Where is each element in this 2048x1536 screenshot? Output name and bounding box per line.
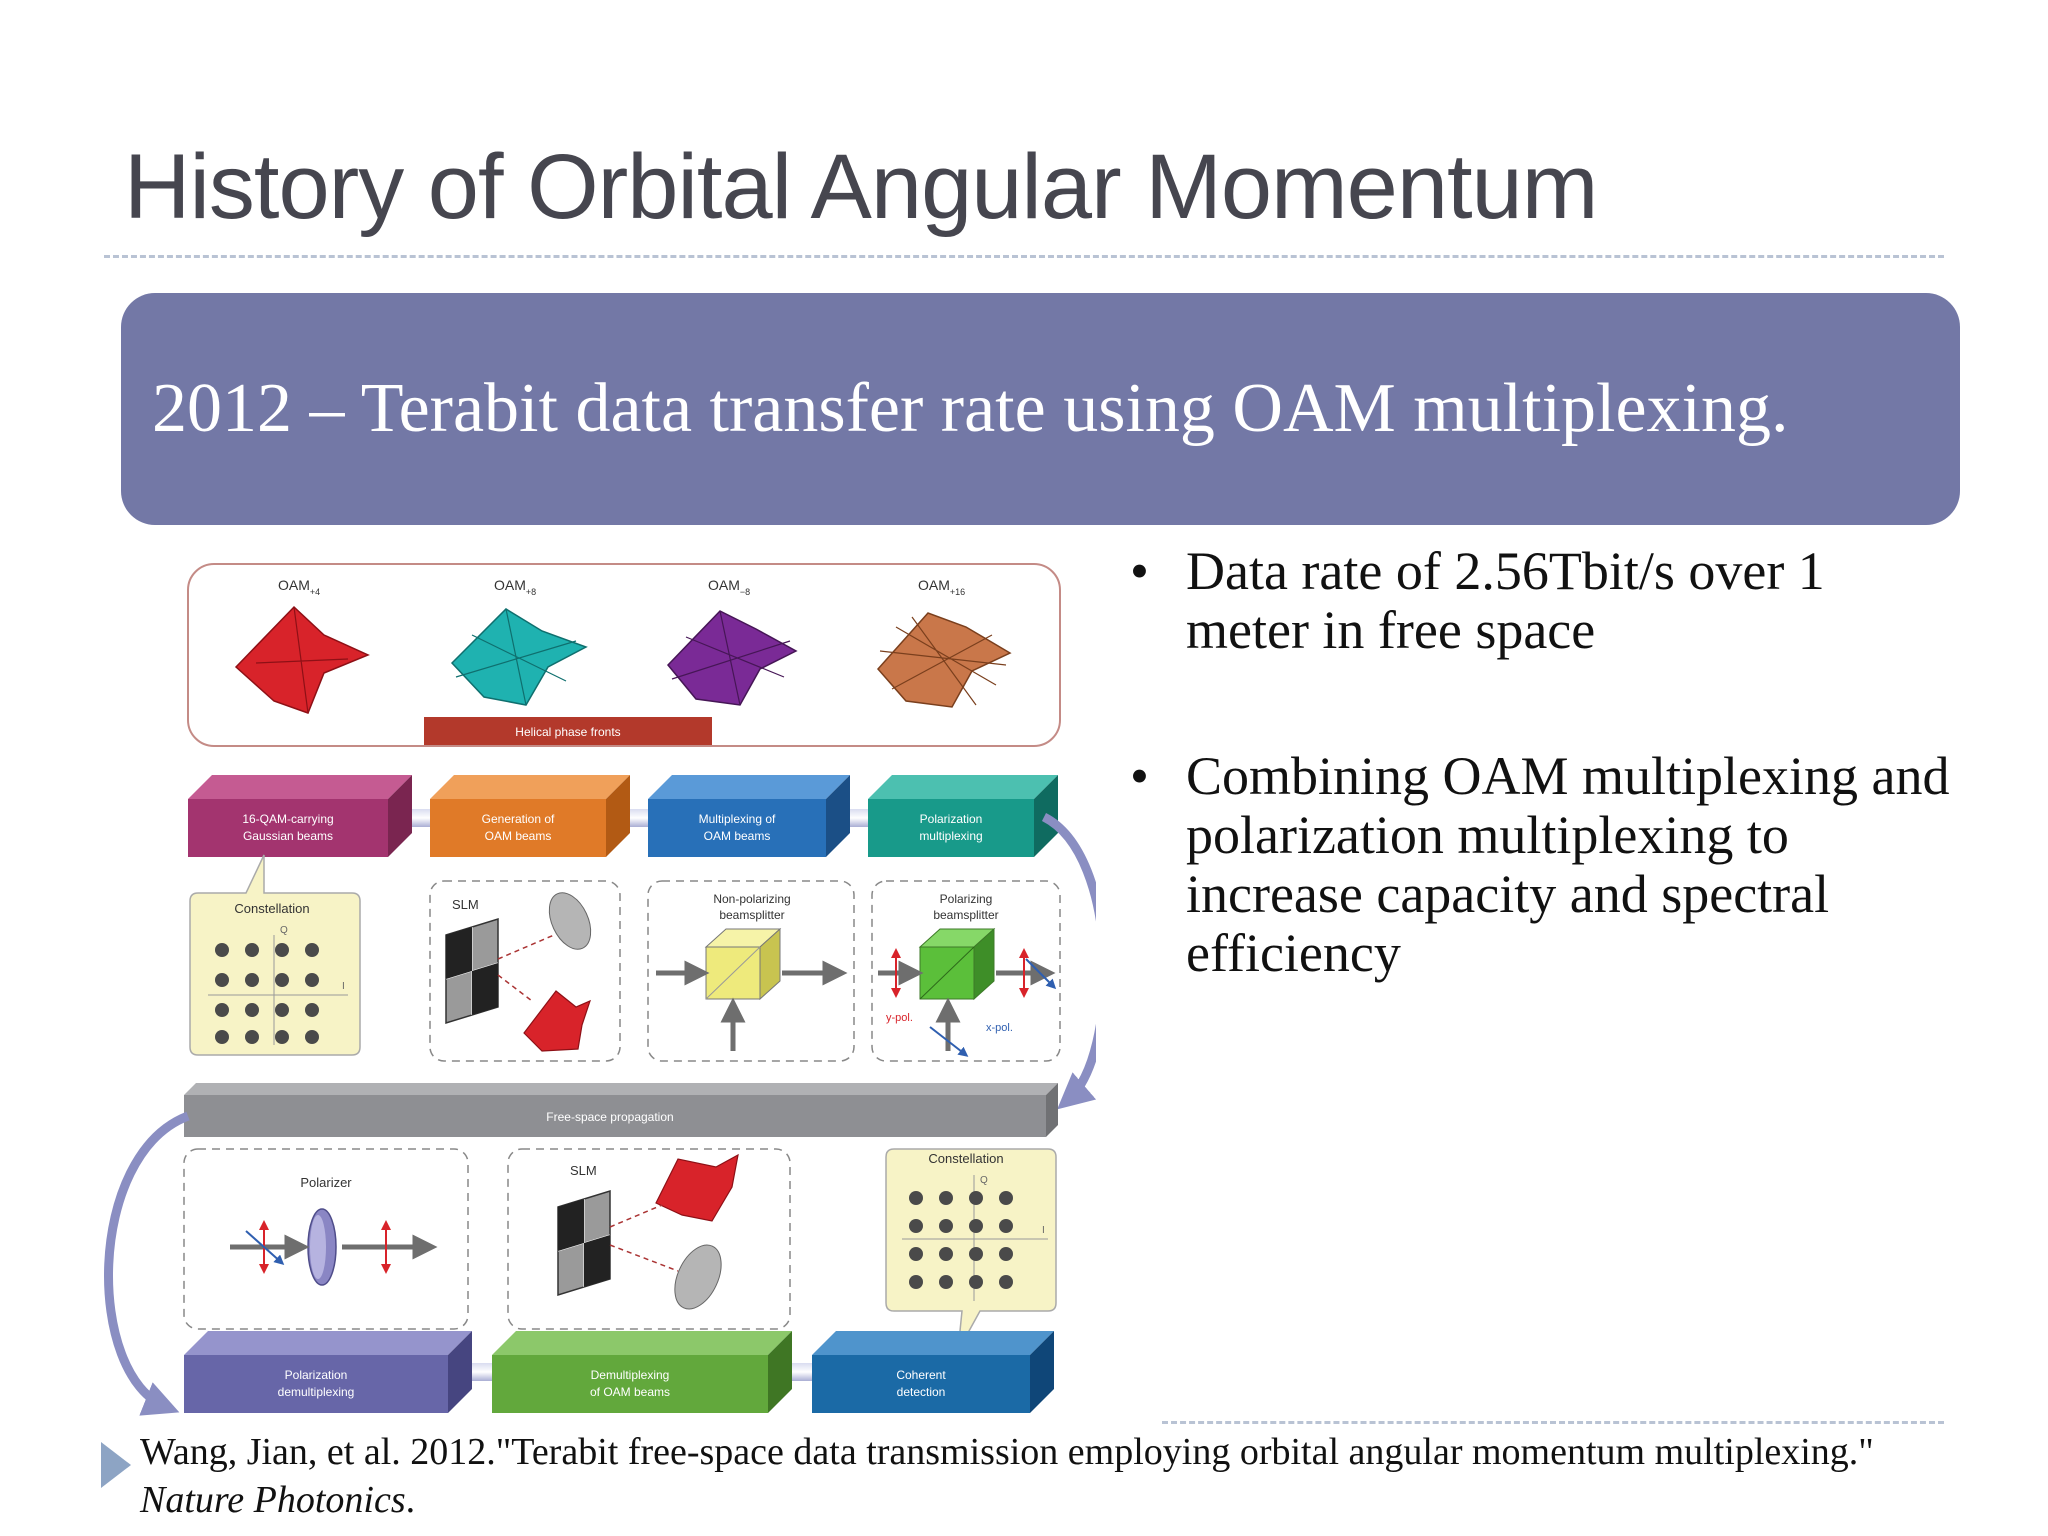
x-pol-label: x-pol. <box>986 1022 1013 1034</box>
highlight-banner: 2012 – Terabit data transfer rate using … <box>121 293 1960 525</box>
slm-panel-rx: SLM <box>507 1148 791 1330</box>
beamsplitter-cube-icon <box>704 927 782 1001</box>
citation-journal: Nature Photonics <box>140 1479 406 1521</box>
oam-subscript: +4 <box>310 587 320 597</box>
bullet-list: • Data rate of 2.56Tbit/s over 1 meter i… <box>1130 542 1950 1070</box>
helical-phase-label: Helical phase fronts <box>515 725 620 739</box>
nonpol-label-1: Non-polarizing <box>713 892 790 906</box>
pol-label-2: beamsplitter <box>933 908 998 922</box>
bullet-item: • Data rate of 2.56Tbit/s over 1 meter i… <box>1130 542 1950 660</box>
oam-label: OAM <box>494 577 526 593</box>
slm-label: SLM <box>570 1163 597 1178</box>
box-label: detection <box>897 1385 946 1399</box>
polarizer-label: Polarizer <box>300 1175 352 1190</box>
box-label: Gaussian beams <box>243 829 333 843</box>
box-label: Polarization <box>285 1368 348 1382</box>
propagation-label: Free-space propagation <box>546 1110 673 1124</box>
box-label: multiplexing <box>919 829 982 843</box>
box-label: Polarization <box>920 812 983 826</box>
constellation-label: Constellation <box>234 901 309 916</box>
footer-divider <box>1162 1421 1944 1424</box>
constellation-panel-rx: Constellation Q I <box>885 1148 1057 1352</box>
axis-q-label: Q <box>980 1175 988 1186</box>
stage-box-demultiplexing-oam: Demultiplexing of OAM beams <box>492 1331 792 1413</box>
helical-wavefront-icon <box>666 610 798 706</box>
svg-text:OAM−8: OAM−8 <box>708 577 750 597</box>
title-divider <box>104 255 1944 258</box>
constellation-points <box>215 943 319 1044</box>
pol-label-1: Polarizing <box>940 892 993 906</box>
y-pol-label: y-pol. <box>886 1012 913 1024</box>
polarizer-panel: Polarizer <box>183 1148 469 1330</box>
helical-wavefront-icon <box>234 605 370 714</box>
box-label: demultiplexing <box>278 1385 355 1399</box>
stage-box-multiplexing-oam: Multiplexing of OAM beams <box>648 775 850 857</box>
bullet-text: Combining OAM multiplexing and polarizat… <box>1186 746 1950 983</box>
non-polarizing-bs-panel: Non-polarizing beamsplitter <box>647 880 855 1062</box>
constellation-label: Constellation <box>928 1151 1003 1166</box>
box-label: Demultiplexing <box>591 1368 670 1382</box>
svg-text:OAM+4: OAM+4 <box>278 577 320 597</box>
nonpol-label-2: beamsplitter <box>719 908 784 922</box>
beam-spot-icon <box>674 1244 722 1310</box>
box-label: 16-QAM-carrying <box>242 812 333 826</box>
constellation-points <box>909 1191 1013 1289</box>
helical-wavefront-icon <box>523 990 591 1052</box>
oam-subscript: +16 <box>950 587 965 597</box>
polarizing-bs-panel: Polarizing beamsplitter y-pol. x-pol. <box>871 880 1061 1062</box>
citation-text: Wang, Jian, et al. 2012."Terabit free-sp… <box>140 1431 1874 1473</box>
oam-mode-plus8: OAM+8 <box>450 577 588 706</box>
stage-box-coherent-detection: Coherent detection <box>812 1331 1054 1413</box>
axis-q-label: Q <box>280 925 288 936</box>
svg-text:OAM+16: OAM+16 <box>918 577 965 597</box>
free-space-propagation-bar: Free-space propagation <box>184 1083 1058 1137</box>
axis-i-label: I <box>1042 1225 1045 1236</box>
oam-system-diagram: OAM+4 OAM+8 OAM−8 OAM+16 Helical phase f… <box>104 563 1096 1416</box>
banner-text: 2012 – Terabit data transfer rate using … <box>152 370 1789 447</box>
bullet-item: • Combining OAM multiplexing and polariz… <box>1130 747 1950 983</box>
box-label: Multiplexing of <box>699 812 776 826</box>
flow-arrow-icon <box>1041 812 1096 1110</box>
svg-text:OAM+8: OAM+8 <box>494 577 536 597</box>
bullet-dot: • <box>1130 541 1149 601</box>
oam-subscript: −8 <box>740 587 750 597</box>
slide-title: History of Orbital Angular Momentum <box>124 136 1598 238</box>
helical-phase-label-bar <box>424 717 712 745</box>
oam-subscript: +8 <box>526 587 536 597</box>
bullet-dot: • <box>1130 746 1149 806</box>
axis-i-label: I <box>342 981 345 992</box>
stage-box-qam-gaussian: 16-QAM-carrying Gaussian beams <box>188 775 412 857</box>
stage-box-generation-oam: Generation of OAM beams <box>430 775 630 857</box>
oam-mode-plus16: OAM+16 <box>876 577 1012 708</box>
stage-box-polarization-multiplexing: Polarization multiplexing <box>868 775 1058 857</box>
constellation-panel-tx: Constellation Q I <box>189 854 361 1056</box>
box-label: OAM beams <box>485 829 552 843</box>
footer-bullet-arrow-icon <box>101 1442 131 1488</box>
slm-label: SLM <box>452 897 479 912</box>
beam-spot-icon <box>548 892 592 950</box>
oam-modes-panel <box>187 563 1061 747</box>
oam-label: OAM <box>918 577 950 593</box>
oam-label: OAM <box>708 577 740 593</box>
flow-arrow-icon <box>104 1111 190 1416</box>
citation-end: . <box>405 1479 416 1521</box>
helical-wavefront-icon <box>450 608 588 706</box>
helical-wavefront-icon <box>655 1153 739 1222</box>
slm-panel-tx: SLM <box>429 880 621 1062</box>
polarizing-cube-icon <box>918 927 996 1001</box>
bullet-text: Data rate of 2.56Tbit/s over 1 meter in … <box>1186 541 1825 660</box>
box-label: Generation of <box>482 812 555 826</box>
box-label: Coherent <box>896 1368 946 1382</box>
oam-mode-minus8: OAM−8 <box>666 577 798 706</box>
citation: Wang, Jian, et al. 2012."Terabit free-sp… <box>140 1428 1960 1524</box>
box-label: OAM beams <box>704 829 771 843</box>
oam-label: OAM <box>278 577 310 593</box>
box-label: of OAM beams <box>590 1385 670 1399</box>
stage-box-polarization-demultiplexing: Polarization demultiplexing <box>184 1331 472 1413</box>
oam-mode-plus4: OAM+4 <box>234 577 370 714</box>
